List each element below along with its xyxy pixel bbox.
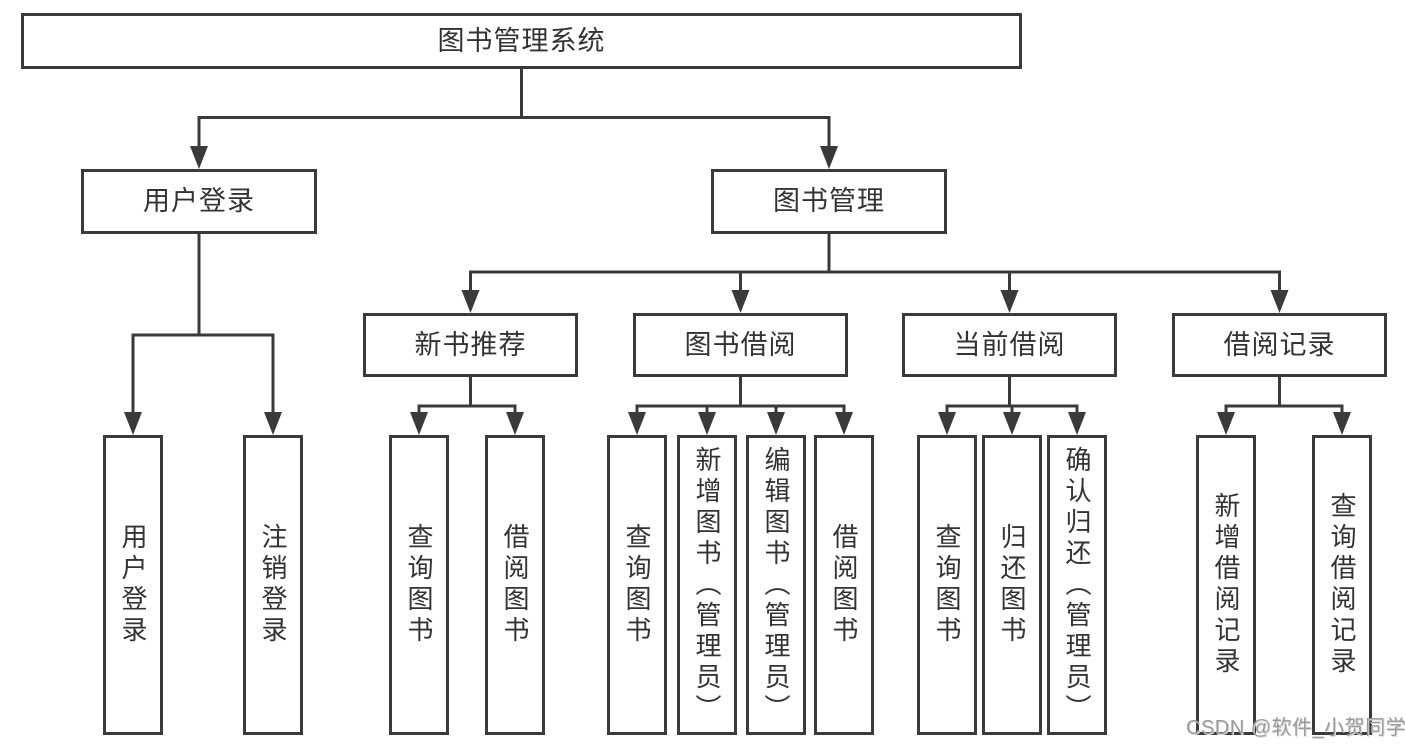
- leaf-user-login: 用户登录: [103, 435, 163, 735]
- leaf-br-query-borrow-record: 查询借阅记录: [1312, 435, 1372, 735]
- node-label: 借阅图书: [500, 523, 530, 647]
- node-label: 查询图书: [622, 523, 652, 647]
- leaf-cb-query-books: 查询图书: [917, 435, 977, 735]
- leaf-cb-confirm-return-admin: 确认归还（管理员）: [1047, 435, 1107, 735]
- node-label: 查询图书: [932, 523, 962, 647]
- leaf-bb-query-books: 查询图书: [607, 435, 667, 735]
- node-user-login: 用户登录: [81, 169, 317, 234]
- node-label: 确认归还（管理员）: [1062, 445, 1092, 725]
- node-label: 用户登录: [143, 186, 255, 216]
- node-label: 查询图书: [404, 523, 434, 647]
- node-label: 查询借阅记录: [1327, 492, 1357, 678]
- node-label: 图书管理: [773, 186, 885, 216]
- node-root: 图书管理系统: [21, 13, 1022, 69]
- node-label: 借阅记录: [1223, 329, 1336, 360]
- leaf-br-add-borrow-record: 新增借阅记录: [1196, 435, 1256, 735]
- node-label: 借阅图书: [829, 523, 859, 647]
- node-label: 编辑图书（管理员）: [761, 445, 791, 725]
- node-root-label: 图书管理系统: [437, 25, 606, 56]
- node-label: 新增图书（管理员）: [692, 445, 722, 725]
- node-label: 图书借阅: [684, 329, 797, 360]
- node-book-management: 图书管理: [711, 169, 947, 234]
- node-label: 用户登录: [118, 523, 148, 647]
- node-label: 归还图书: [997, 523, 1027, 647]
- leaf-cb-return-books: 归还图书: [982, 435, 1042, 735]
- leaf-nbr-query-books: 查询图书: [389, 435, 449, 735]
- leaf-bb-edit-books-admin: 编辑图书（管理员）: [746, 435, 806, 735]
- node-book-borrowing: 图书借阅: [633, 313, 848, 377]
- node-current-borrowing: 当前借阅: [902, 313, 1117, 377]
- leaf-bb-borrow-books: 借阅图书: [814, 435, 874, 735]
- leaf-nbr-borrow-books: 借阅图书: [485, 435, 545, 735]
- node-label: 注销登录: [258, 523, 288, 647]
- csdn-watermark: CSDN @软件_小贺同学: [1186, 717, 1405, 739]
- node-label: 新书推荐: [414, 329, 527, 360]
- node-label: 新增借阅记录: [1211, 492, 1241, 678]
- node-new-book-recommend: 新书推荐: [363, 313, 578, 377]
- leaf-bb-add-books-admin: 新增图书（管理员）: [677, 435, 737, 735]
- leaf-logout-login: 注销登录: [243, 435, 303, 735]
- node-borrowing-records: 借阅记录: [1172, 313, 1387, 377]
- node-label: 当前借阅: [953, 329, 1066, 360]
